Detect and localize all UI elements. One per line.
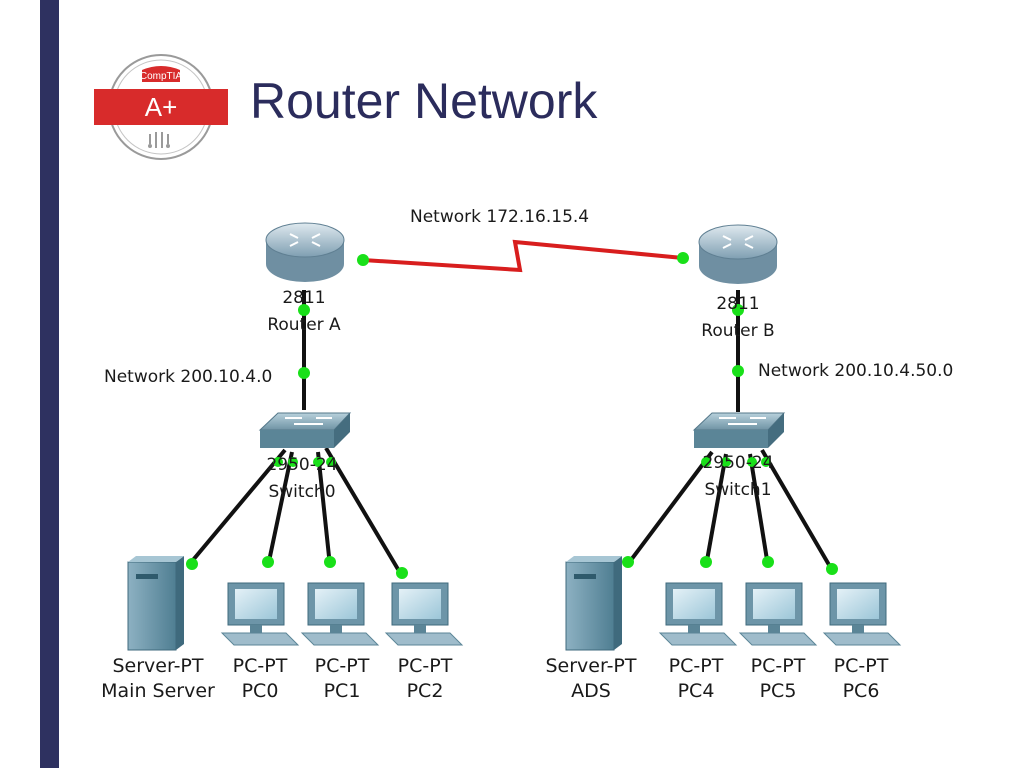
switch1-name-label: Switch1 [704, 480, 771, 500]
ads-server-type-label: Server-PT [545, 655, 636, 677]
pc2-icon [384, 582, 464, 646]
router-a-icon [265, 222, 345, 282]
link-switch1-ads [626, 450, 714, 566]
router-a-name-label: Router A [267, 315, 341, 335]
logo-cert-text: A+ [145, 92, 178, 122]
pc6-type-label: PC-PT [834, 655, 889, 677]
main-server-name-label: Main Server [101, 680, 215, 702]
lan-b-network-label: Network 200.10.4.50.0 [758, 361, 953, 381]
comptia-a-plus-logo: CompTIA A+ [94, 54, 228, 160]
pc2-type-label: PC-PT [398, 655, 453, 677]
pc5-icon [738, 582, 818, 646]
pc4-name-label: PC4 [678, 680, 715, 702]
link-switch1-pc4 [704, 453, 728, 567]
link-switch0-pc0 [266, 451, 294, 567]
switch0-icon [258, 412, 352, 448]
switch0-name-label: Switch0 [268, 482, 335, 502]
pc1-type-label: PC-PT [315, 655, 370, 677]
link-switch0-main-server [186, 448, 287, 568]
network-topology-diagram: Network 172.16.15.4 Network 200.10.4.0 N… [101, 207, 953, 702]
router-b-name-label: Router B [701, 321, 774, 341]
main-server-type-label: Server-PT [112, 655, 203, 677]
pc5-type-label: PC-PT [751, 655, 806, 677]
logo-brand-text: CompTIA [140, 71, 183, 82]
pc5-name-label: PC5 [760, 680, 797, 702]
pc4-icon [658, 582, 738, 646]
pc2-name-label: PC2 [407, 680, 444, 702]
pc1-name-label: PC1 [324, 680, 361, 702]
pc1-icon [300, 582, 380, 646]
pc6-icon [822, 582, 902, 646]
router-b-icon [698, 224, 778, 284]
link-switch0-pc1 [316, 451, 332, 567]
slide-title: Router Network [250, 73, 598, 129]
wan-serial-link [362, 239, 684, 273]
ads-server-name-label: ADS [571, 680, 611, 702]
link-switch0-pc2 [324, 446, 404, 578]
pc0-icon [220, 582, 300, 646]
wan-network-label: Network 172.16.15.4 [410, 207, 589, 227]
link-switch1-pc6 [760, 448, 834, 572]
switch0-model-label: 2950-24 [266, 455, 337, 475]
pc6-name-label: PC6 [843, 680, 880, 702]
lan-a-network-label: Network 200.10.4.0 [104, 367, 272, 387]
port-status-lights [186, 252, 838, 579]
ads-server-icon [565, 556, 622, 651]
pc0-name-label: PC0 [242, 680, 279, 702]
main-server-icon [127, 556, 184, 651]
pc4-type-label: PC-PT [669, 655, 724, 677]
slide-sidebar-bar [40, 0, 59, 768]
ethernet-links [186, 290, 834, 578]
switch1-model-label: 2950-24 [702, 453, 773, 473]
pc0-type-label: PC-PT [233, 655, 288, 677]
switch1-icon [692, 412, 786, 448]
link-switch1-pc5 [748, 453, 770, 567]
router-b-model-label: 2811 [716, 294, 759, 314]
router-a-model-label: 2811 [282, 288, 325, 308]
